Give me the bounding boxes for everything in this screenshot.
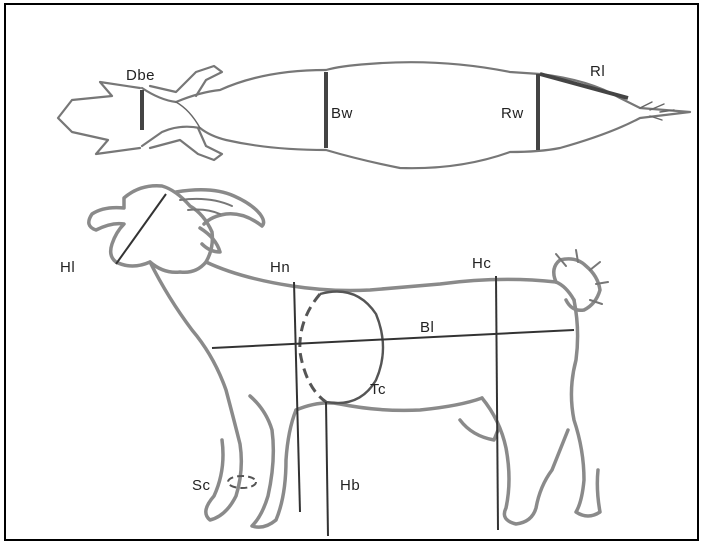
label-dbe: Dbe [126,67,155,84]
label-rw: Rw [501,105,524,122]
rl-measure-line [540,74,628,98]
label-sc: Sc [192,477,211,494]
label-hl: Hl [60,259,75,276]
tc-measure-dashed [300,294,326,402]
side-view-back [206,262,574,300]
label-bw: Bw [331,105,353,122]
top-view-body-outline [142,62,690,168]
side-view-rear-leg-far [482,398,568,524]
top-view-head [58,82,140,154]
sc-measure-ellipse [228,476,256,488]
side-view-horn [176,190,264,226]
side-view-rear-leg-near [571,300,600,516]
bl-measure-line [212,330,574,348]
hc-measure-line [496,276,498,530]
side-view-front-leg-far [250,396,296,527]
hb-measure-line [326,402,328,536]
top-view-neck-detail [176,102,200,128]
label-hn: Hn [270,259,290,276]
hn-measure-line [294,282,300,512]
label-hc: Hc [472,255,491,272]
label-rl: Rl [590,63,605,80]
label-hb: Hb [340,477,360,494]
label-tc: Tc [370,381,386,398]
label-bl: Bl [420,319,434,336]
side-view-hock [460,420,498,440]
